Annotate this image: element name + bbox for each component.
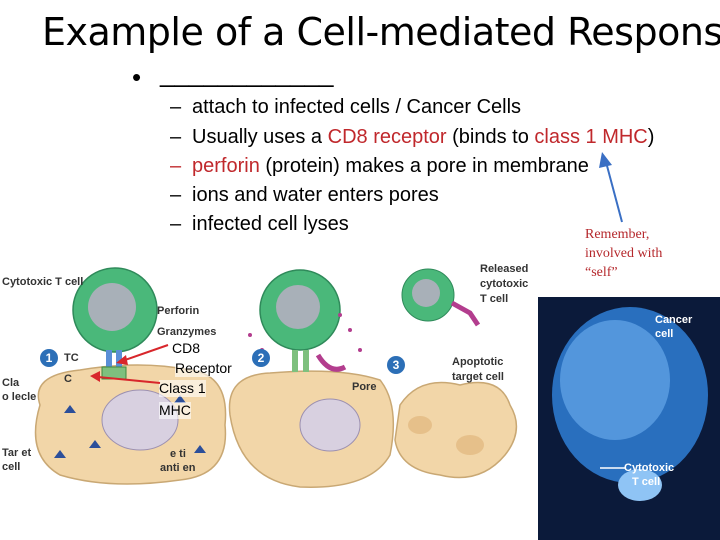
- remember-note: Remember, involved with “self”: [585, 227, 663, 280]
- slide-title: Example of a Cell-mediated Response: [42, 10, 720, 54]
- annotation-class1: Class 1: [159, 380, 206, 397]
- label-cytotoxic-photo: Cytotoxic: [624, 462, 675, 474]
- granzyme-dot: [358, 348, 362, 352]
- label-cla: Cla: [2, 377, 20, 389]
- label-released-t-cell: T cell: [480, 293, 509, 305]
- receptor-2: [303, 350, 309, 372]
- annotation-cd8: CD8: [172, 340, 201, 357]
- sub-bullet-text: infected cell lyses: [192, 213, 349, 235]
- granzyme-dot: [338, 313, 342, 317]
- released-nucleus: [412, 279, 440, 307]
- antigen-dot: [64, 405, 76, 413]
- antigen-dot: [54, 450, 66, 458]
- t-cell-nucleus-1: [88, 283, 136, 331]
- sub-bullet-text: ions and water enters pores: [192, 184, 439, 206]
- sub-bullet-item: –ions and water enters pores: [170, 184, 439, 207]
- receptor-2: [292, 350, 298, 372]
- sub-bullet-item: –Usually uses a CD8 receptor (binds to c…: [170, 126, 654, 149]
- fragment: [408, 416, 432, 434]
- antigen-dot: [194, 445, 206, 453]
- dash-marker: –: [170, 96, 182, 118]
- sub-bullet-text: ): [647, 126, 655, 148]
- pointer-arrow: [599, 152, 623, 223]
- target-nucleus-2: [299, 398, 361, 452]
- step-1-badge: 1: [40, 349, 58, 367]
- perforin-curve: [315, 353, 347, 372]
- granzyme-dot: [348, 328, 352, 332]
- label-cytotoxic-t-cell: Cytotoxic T cell: [2, 276, 84, 288]
- label-cell: cell: [2, 461, 21, 473]
- dash-marker: –: [170, 155, 182, 177]
- label-perforin: Perforin: [157, 305, 200, 317]
- sub-bullet-item: –perforin (protein) makes a pore in memb…: [170, 155, 589, 178]
- annotation-receptor: Receptor: [175, 360, 232, 377]
- sub-bullet-text: attach to infected cells / Cancer Cells: [192, 96, 522, 118]
- sub-bullet-text: Usually uses a: [192, 126, 328, 148]
- dash-marker: –: [170, 184, 182, 206]
- label-cytotoxic: cytotoxic: [480, 278, 529, 290]
- cd8-receptor-stem: [106, 350, 112, 370]
- cd8-receptor-stem: [116, 350, 122, 370]
- sub-bullet-text: CD8 receptor: [327, 126, 447, 148]
- apoptotic-cell: [394, 381, 518, 479]
- sub-bullet-item: –infected cell lyses: [170, 213, 349, 236]
- cytotoxic-t-cell-photo: [618, 469, 662, 501]
- t-cell-nucleus-2: [276, 285, 320, 329]
- label-target-cell: target cell: [452, 371, 504, 383]
- step-3-badge: 3: [387, 356, 405, 374]
- antigen-dot: [174, 395, 186, 403]
- sub-bullet-text: (binds to: [446, 126, 535, 148]
- label-c: C: [64, 373, 72, 385]
- fragment: [456, 435, 484, 455]
- sub-bullet-text: class 1 MHC: [534, 126, 648, 148]
- label-apoptotic: Apoptotic: [452, 356, 504, 368]
- label-t-cell-photo: T cell: [632, 476, 661, 488]
- antigen-dot: [89, 440, 101, 448]
- bullet-dot: •: [132, 62, 142, 92]
- sub-bullet-text: (protein) makes a pore in membrane: [259, 155, 589, 177]
- label-molecule: o lecle: [2, 391, 37, 403]
- label-antigen-1: e ti: [170, 448, 186, 460]
- sub-bullet-text: perforin: [192, 155, 260, 177]
- label-antigen-2: anti en: [160, 462, 196, 474]
- label-tc: TC: [64, 352, 79, 364]
- fill-in-blank: ____________: [160, 58, 334, 88]
- sub-bullet-item: –attach to infected cells / Cancer Cells: [170, 96, 521, 119]
- cell-mediated-figure: [34, 267, 720, 540]
- dash-marker: –: [170, 126, 182, 148]
- cancer-cell-highlight: [560, 320, 670, 440]
- step-2-badge: 2: [252, 349, 270, 367]
- label-cancer: Cancer: [655, 314, 693, 326]
- label-target: Tar et: [2, 447, 32, 459]
- label-granzymes: Granzymes: [157, 326, 217, 338]
- label-pore: Pore: [352, 381, 377, 393]
- granzyme-dot: [248, 333, 252, 337]
- label-released: Released: [480, 263, 529, 275]
- released-perforin: [450, 300, 481, 327]
- annotation-mhc: MHC: [159, 402, 191, 419]
- target-nucleus-1: [101, 389, 179, 451]
- dash-marker: –: [170, 213, 182, 235]
- annotation-arrows: [90, 344, 169, 384]
- label-cancer-cell: cell: [655, 328, 674, 340]
